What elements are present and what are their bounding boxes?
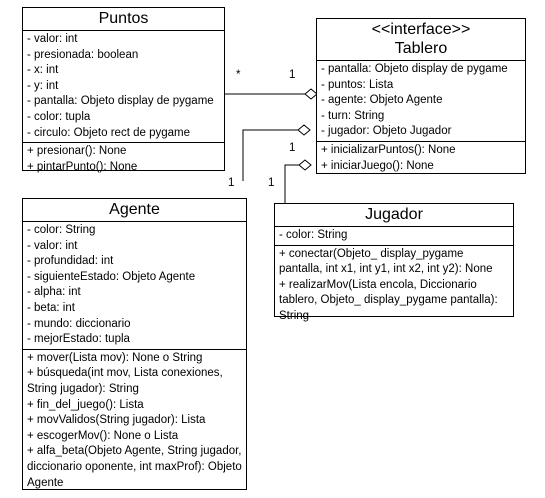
class-name-tablero: Tablero <box>394 40 448 57</box>
agente-method: + búsqueda(int mov, Lista conexiones, St… <box>27 367 223 395</box>
agente-attr: - mejorEstado: tupla <box>27 333 130 346</box>
class-name-puntos: Puntos <box>98 10 149 27</box>
aggregation-diamond-agente <box>297 124 311 136</box>
tablero-attr: - turn: String <box>321 109 385 122</box>
puntos-attr: - presionada: boolean <box>27 48 139 61</box>
multiplicity-puntos-many: * <box>236 69 241 81</box>
puntos-methods: + presionar(): None + pintarPunto(): Non… <box>23 142 224 176</box>
puntos-attr: - valor: int <box>27 33 78 45</box>
agente-methods: + mover(Lista mov): None o String + búsq… <box>23 348 246 492</box>
tablero-attributes: - pantalla: Objeto display de pygame - p… <box>317 60 525 141</box>
multiplicity-agente-end: 1 <box>228 177 235 189</box>
agente-method: + alfa_beta(Objeto Agente, String jugado… <box>27 445 242 489</box>
puntos-attr: - pantalla: Objeto display de pygame <box>27 95 214 108</box>
tablero-method: + inicializarPuntos(): None <box>321 143 456 156</box>
class-tablero: <<interface>> Tablero - pantalla: Objeto… <box>316 18 526 174</box>
agente-attr: - mundo: diccionario <box>27 317 131 330</box>
puntos-attr: - y: int <box>27 79 59 92</box>
jugador-attributes: - color: String <box>275 226 513 245</box>
agente-attributes: - color: String - valor: int - profundid… <box>23 221 246 349</box>
class-name-jugador: Jugador <box>365 206 423 223</box>
tablero-attr: - pantalla: Objeto display de pygame <box>321 63 508 75</box>
agente-attr: - beta: int <box>27 301 75 314</box>
multiplicity-jugador-end: 1 <box>268 177 275 189</box>
jugador-method: + conectar(Objeto_ display_pygame pantal… <box>279 247 493 276</box>
puntos-method: + presionar(): None <box>27 145 127 158</box>
multiplicity-tablero-agente: 1 <box>289 142 296 154</box>
agente-attr: - alpha: int <box>27 286 81 299</box>
agente-attr: - siguienteEstado: Objeto Agente <box>27 270 196 283</box>
class-name-agente: Agente <box>109 201 160 218</box>
puntos-attr: - x: int <box>27 64 59 77</box>
class-agente: Agente - color: String - valor: int - pr… <box>22 198 247 490</box>
agente-tablero-line <box>242 129 298 181</box>
jugador-tablero-line <box>284 164 299 205</box>
class-puntos: Puntos - valor: int - presionada: boolea… <box>22 7 225 173</box>
agente-method: + mover(Lista mov): None o String <box>27 351 203 364</box>
tablero-attr: - jugador: Objeto Jugador <box>321 125 452 138</box>
multiplicity-tablero-puntos: 1 <box>289 69 296 81</box>
stereotype-tablero: <<interface>> <box>371 21 471 38</box>
puntos-attr: - circulo: Objeto rect de pygame <box>27 126 190 139</box>
agente-method: + escogerMov(): None o Lista <box>27 429 179 442</box>
jugador-methods: + conectar(Objeto_ display_pygame pantal… <box>275 244 513 326</box>
agente-method: + movValidos(String jugador): Lista <box>27 414 206 427</box>
agente-attr: - profundidad: int <box>27 255 114 268</box>
tablero-attr: - puntos: Lista <box>321 78 394 91</box>
jugador-attr: - color: String <box>279 229 348 241</box>
puntos-attr: - color: tupla <box>27 110 91 123</box>
puntos-attributes: - valor: int - presionada: boolean - x: … <box>23 30 224 142</box>
agente-attr: - color: String <box>27 224 96 236</box>
agente-method: + fin_del_juego(): Lista <box>27 398 144 411</box>
class-jugador: Jugador - color: String + conectar(Objet… <box>274 203 514 322</box>
puntos-method: + pintarPunto(): None <box>27 160 138 173</box>
aggregation-diamond-jugador <box>298 159 312 171</box>
tablero-attr: - agente: Objeto Agente <box>321 94 443 107</box>
tablero-method: + iniciarJuego(): None <box>321 159 434 172</box>
tablero-methods: + inicializarPuntos(): None + iniciarJue… <box>317 140 525 175</box>
agente-attr: - valor: int <box>27 239 78 252</box>
jugador-method: + realizarMov(Lista encola, Diccionario … <box>279 278 498 322</box>
